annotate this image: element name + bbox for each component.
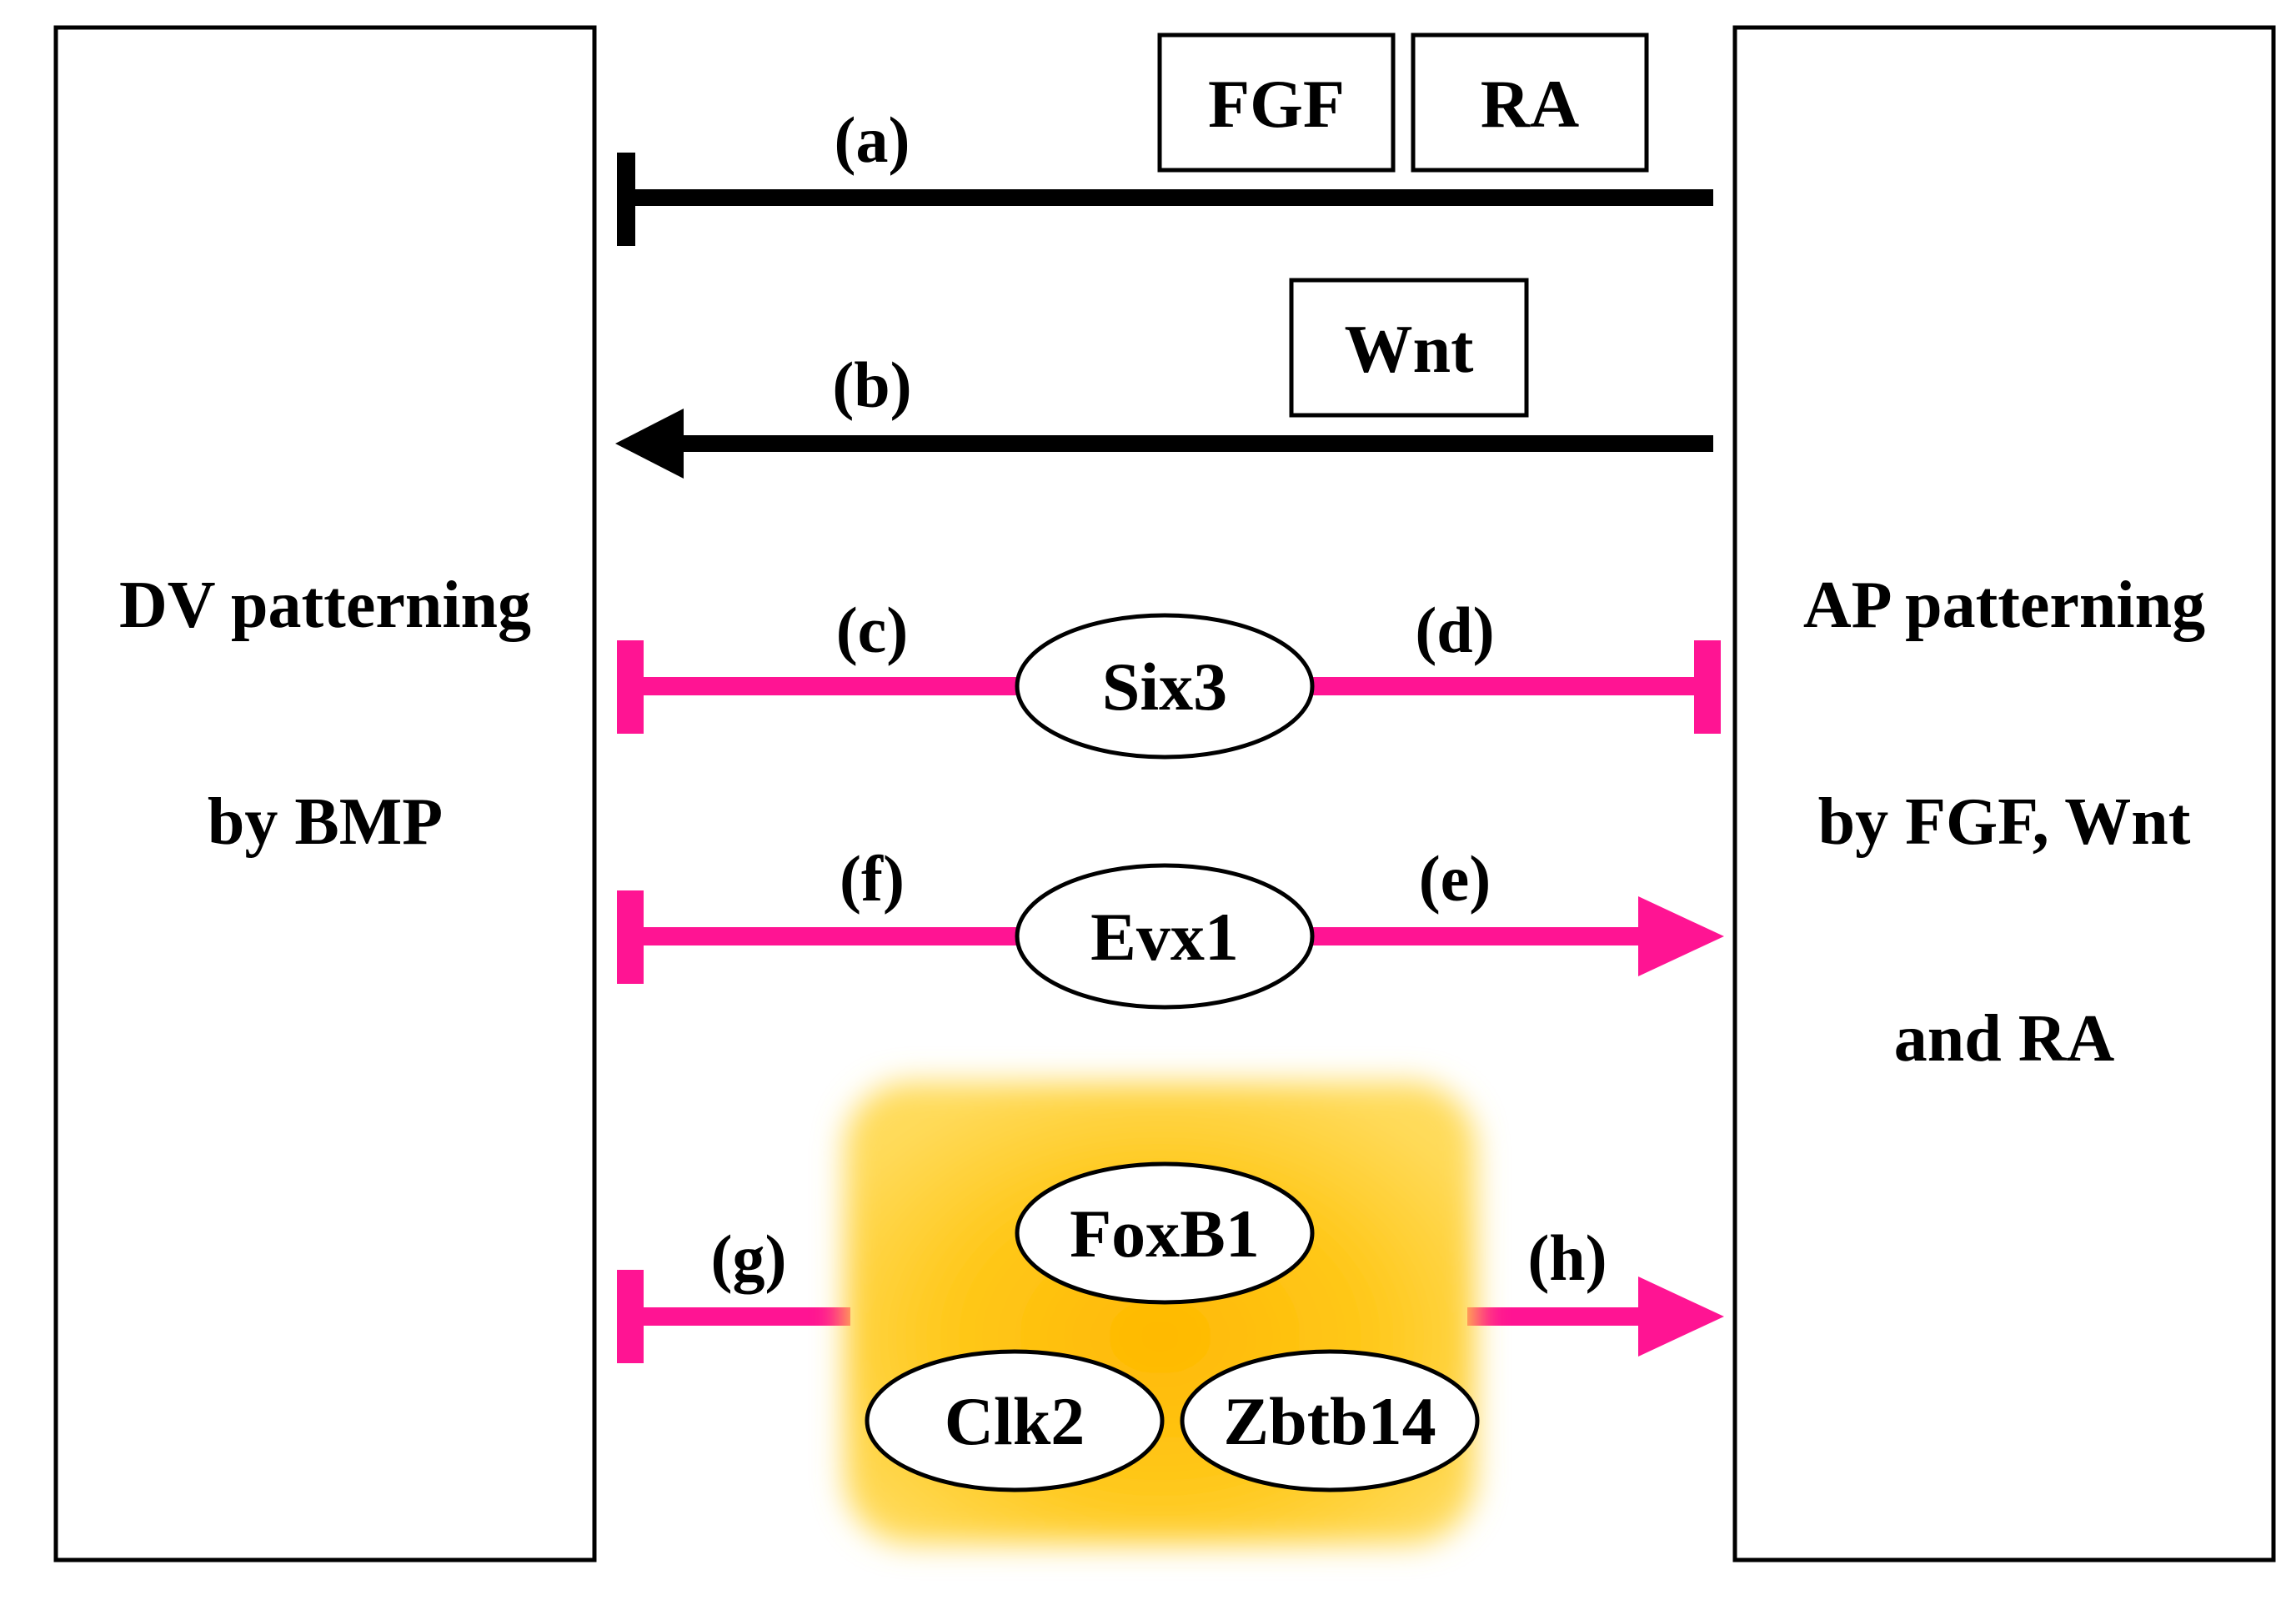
- label-d: (d): [1415, 594, 1494, 666]
- zbtb14-node: [1180, 1349, 1480, 1492]
- clk2-node: [865, 1349, 1165, 1492]
- dv-label-line1: DV patterning: [119, 569, 531, 642]
- foxb1-node: [1015, 1161, 1315, 1305]
- ra-box: [1411, 33, 1649, 173]
- clk2-label: Clk2: [945, 1383, 1085, 1459]
- foxb1-label: FoxB1: [1070, 1196, 1260, 1271]
- arrow-a: [617, 153, 1713, 246]
- zbtb14-label: Zbtb14: [1223, 1383, 1436, 1459]
- label-f: (f): [840, 842, 905, 915]
- six3-label: Six3: [1102, 649, 1227, 725]
- label-c: (c): [836, 594, 909, 666]
- arrow-b: [615, 409, 1713, 479]
- dv-label-line2: by BMP: [208, 785, 443, 859]
- arrow-h: [1467, 1276, 1724, 1357]
- arrow-c: [617, 640, 1019, 734]
- label-a: (a): [835, 103, 910, 176]
- six3-node: [1015, 613, 1315, 760]
- ap-patterning-box: [1732, 25, 2276, 1562]
- ra-label: RA: [1481, 66, 1579, 142]
- ap-label-line2: by FGF, Wnt: [1818, 785, 2191, 859]
- wnt-label: Wnt: [1345, 311, 1474, 387]
- label-b: (b): [832, 349, 911, 421]
- wnt-box: [1289, 278, 1529, 418]
- label-g: (g): [711, 1221, 787, 1294]
- label-e: (e): [1419, 842, 1491, 915]
- arrow-d: [1311, 640, 1721, 734]
- evx1-node: [1015, 863, 1315, 1010]
- dv-patterning-box: [53, 25, 597, 1562]
- label-h: (h): [1527, 1221, 1607, 1294]
- ap-label-line1: AP patterning: [1803, 569, 2205, 642]
- arrow-g: [617, 1270, 850, 1363]
- arrow-f: [617, 890, 1019, 984]
- arrow-e: [1311, 896, 1724, 976]
- fgf-label: FGF: [1208, 66, 1345, 142]
- fgf-box: [1157, 33, 1396, 173]
- ap-label-line3: and RA: [1894, 1002, 2115, 1076]
- evx1-label: Evx1: [1090, 899, 1239, 975]
